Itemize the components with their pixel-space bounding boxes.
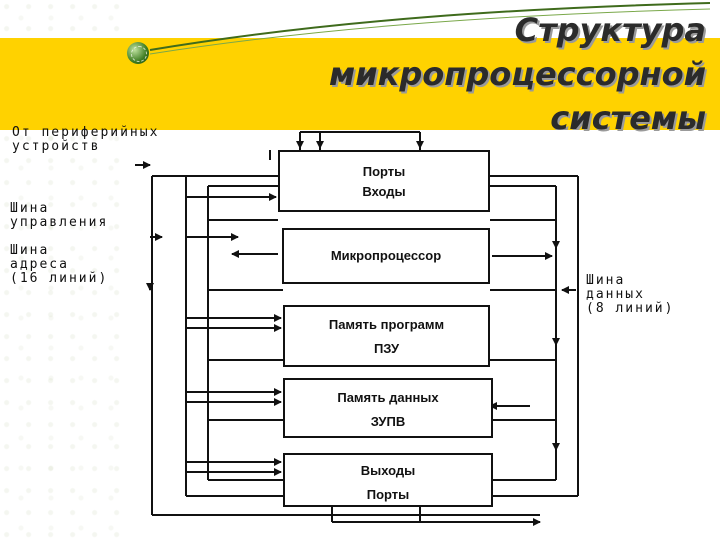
block-input-ports-line1: Порты bbox=[280, 162, 488, 182]
block-output-ports: Выходы Порты bbox=[283, 453, 493, 507]
block-program-memory: Память программ ПЗУ bbox=[283, 305, 490, 367]
block-output-ports-line2: Порты bbox=[285, 483, 491, 507]
label-peripheral: От периферийных устройств bbox=[12, 126, 159, 154]
label-control-bus: Шина управления bbox=[10, 202, 108, 230]
block-data-memory-line1: Память данных bbox=[285, 386, 491, 410]
block-output-ports-line1: Выходы bbox=[285, 459, 491, 483]
block-program-memory-line2: ПЗУ bbox=[285, 337, 488, 361]
label-data-bus: Шина данных (8 линий) bbox=[586, 274, 674, 316]
block-microprocessor: Микропроцессор bbox=[282, 228, 490, 284]
block-data-memory-line2: ЗУПВ bbox=[285, 410, 491, 434]
label-address-bus: Шина адреса (16 линий) bbox=[10, 244, 108, 286]
block-input-ports-line2: Входы bbox=[280, 182, 488, 202]
block-microprocessor-line1: Микропроцессор bbox=[284, 230, 488, 282]
block-program-memory-line1: Память программ bbox=[285, 313, 488, 337]
block-data-memory: Память данных ЗУПВ bbox=[283, 378, 493, 438]
block-input-ports: Порты Входы bbox=[278, 150, 490, 212]
